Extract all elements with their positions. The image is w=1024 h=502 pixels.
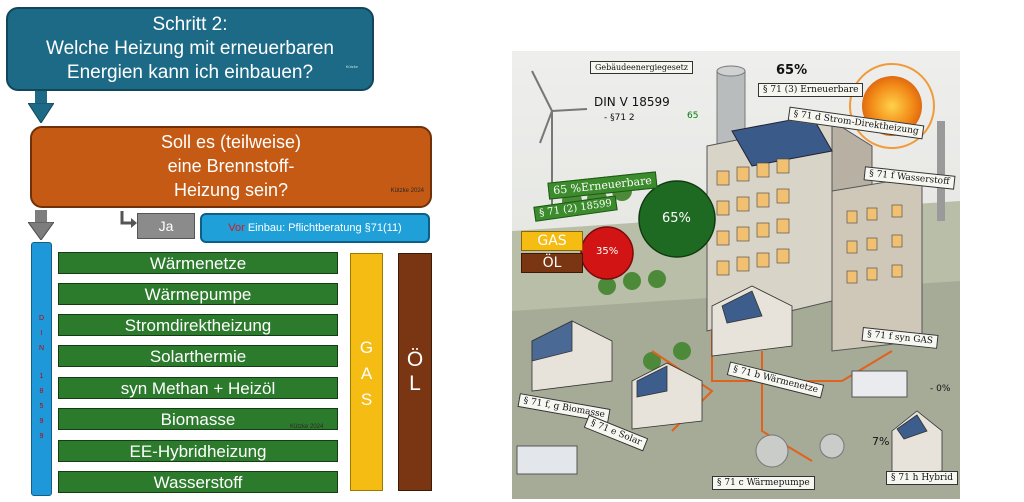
question-line3: Heizung sein?	[173, 180, 289, 200]
option-waermepumpe: Wärmepumpe	[58, 283, 338, 305]
options-credit: Kützke 2024	[290, 424, 324, 430]
arrow-down-shaft	[35, 91, 47, 105]
pct-small-7: 7%	[872, 435, 890, 448]
option-ee-hybridheizung: EE-Hybridheizung	[58, 440, 338, 462]
grey-arrow-shaft	[35, 210, 47, 224]
pct-small-0: - 0%	[930, 384, 951, 394]
label-hybrid: § 71 h Hybrid	[886, 471, 958, 485]
din-letter: I	[40, 330, 43, 337]
option-wasserstoff: Wasserstoff	[58, 471, 338, 493]
arrow-down-icon	[28, 103, 54, 123]
gas-letter: A	[360, 364, 373, 383]
din-letter: 1	[39, 373, 44, 380]
gas-letter: G	[359, 338, 374, 357]
option-biomasse: Biomasse	[58, 408, 338, 430]
din-letter: 5	[39, 403, 44, 410]
step-title-line3: Energien kann ich einbauen?	[66, 62, 314, 83]
label-waermepumpe: § 71 c Wärmepumpe	[712, 476, 815, 490]
circle-65-text: 65%	[662, 211, 691, 226]
option-waermenetze: Wärmenetze	[58, 252, 338, 274]
option-stromdirektheizung: Stromdirektheizung	[58, 314, 338, 336]
question-line2: eine Brennstoff-	[167, 156, 295, 176]
grey-arrow-down-icon	[28, 222, 54, 240]
din-letter: 8	[39, 388, 44, 395]
gas-letter: S	[360, 390, 373, 409]
label-erneuerbare: § 71 (3) Erneuerbare	[758, 83, 864, 97]
beratung-prefix: Vor	[228, 222, 245, 234]
question-box: Soll es (teilweise) eine Brennstoff- Hei…	[30, 126, 432, 208]
option-solarthermie: Solarthermie	[58, 345, 338, 367]
din-text: DIN V 18599	[594, 95, 670, 109]
din-letter: N	[38, 345, 45, 352]
circle-35-text: 35%	[596, 246, 619, 257]
din-letter: D	[38, 315, 45, 322]
option-syn-methan: syn Methan + Heizöl	[58, 377, 338, 399]
question-credit: Kützke 2024	[390, 188, 424, 194]
bar-gas: GAS	[521, 231, 583, 251]
bar-oel: ÖL	[521, 253, 583, 273]
oel-bar: Ö L	[398, 253, 432, 491]
ja-box: Ja	[137, 213, 195, 239]
din-letter: 9	[39, 433, 44, 440]
bent-arrow-icon	[120, 211, 137, 228]
pflichtberatung-box: Vor Einbau: Pflichtberatung §71(11)	[200, 213, 430, 243]
beratung-text: Einbau: Pflichtberatung §71(11)	[244, 222, 402, 234]
din-18599-bar: D I N 1 8 5 9 9	[31, 242, 52, 496]
step-title-line2: Welche Heizung mit erneuerbaren	[46, 38, 334, 59]
step-title-line1: Schritt 2:	[152, 14, 228, 35]
din-letter: 9	[39, 418, 44, 425]
city-scene	[512, 51, 960, 499]
pct-top: 65%	[776, 63, 808, 78]
oel-label: Ö L	[406, 348, 424, 395]
geg-header-label: Gebäudeenergiegesetz	[590, 61, 694, 74]
para-text: - §71 2	[604, 113, 635, 123]
badge-65: 65	[685, 111, 701, 121]
question-line1: Soll es (teilweise)	[160, 132, 302, 152]
gas-bar: G A S	[350, 253, 383, 491]
geg-illustration: Gebäudeenergiegesetz DIN V 18599 - §71 2…	[512, 51, 960, 499]
step-title-credit: Kützke	[345, 64, 358, 69]
step-title-box: Schritt 2: Welche Heizung mit erneuerbar…	[6, 7, 374, 91]
circle-65-marker	[638, 180, 716, 258]
